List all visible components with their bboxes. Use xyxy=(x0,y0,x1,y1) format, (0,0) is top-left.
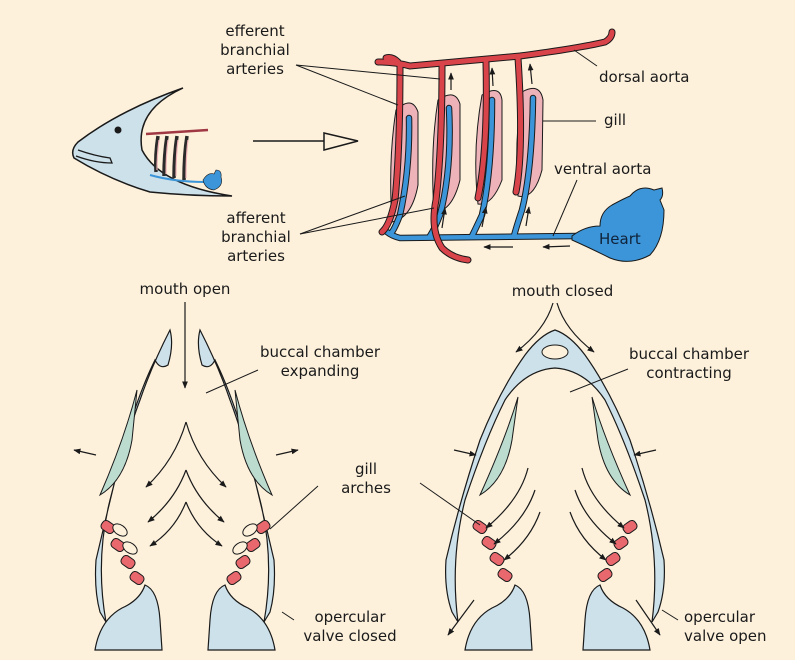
label-line: opercular xyxy=(684,608,756,626)
label-opercular-valve-closed: opercular valve closed xyxy=(296,608,404,646)
water-flow-arrows-closed xyxy=(447,302,661,636)
label-line: opercular xyxy=(314,608,386,626)
label-line: arteries xyxy=(227,247,285,265)
opercular-flaps-left xyxy=(94,584,276,651)
label-dorsal-aorta: dorsal aorta xyxy=(599,68,690,86)
label-line: efferent xyxy=(225,22,285,40)
label-line: buccal chamber xyxy=(628,345,750,363)
branchial-circulation xyxy=(295,28,665,264)
label-line: contracting xyxy=(646,364,732,382)
heart-shape xyxy=(571,187,665,262)
fish-eye xyxy=(114,126,122,134)
label-heart: Heart xyxy=(599,230,641,248)
jaw-joint xyxy=(541,344,569,360)
leader-lines-open xyxy=(205,369,319,621)
label-line: valve open xyxy=(684,627,767,645)
label-buccal-chamber-contracting: buccal chamber contracting xyxy=(624,345,754,383)
flow-arrows xyxy=(441,63,571,250)
fish-head-illustration xyxy=(71,87,233,197)
muscle-left xyxy=(98,389,274,497)
fish-head-outline xyxy=(71,87,233,197)
label-gill-arches: gill arches xyxy=(336,460,396,498)
label-gill: gill xyxy=(604,111,627,129)
label-mouth-closed: mouth closed xyxy=(511,282,614,300)
label-ventral-aorta: ventral aorta xyxy=(554,160,652,178)
label-line: buccal chamber xyxy=(259,343,381,361)
mini-heart xyxy=(202,169,222,191)
label-line: valve closed xyxy=(303,627,397,645)
label-line: branchial xyxy=(221,228,291,246)
label-line: branchial xyxy=(220,41,290,59)
label-line: expanding xyxy=(280,362,360,380)
label-mouth-open: mouth open xyxy=(139,280,231,298)
label-line: arteries xyxy=(226,60,284,78)
magnify-arrow xyxy=(253,132,359,151)
fish-mouth xyxy=(75,149,113,164)
label-opercular-valve-open: opercular valve open xyxy=(684,608,767,646)
gill-arches-open xyxy=(100,519,271,586)
water-flow-arrows-open xyxy=(73,302,299,547)
jaw-cartilage-closed xyxy=(445,329,665,623)
label-efferent-branchial-arteries: efferent branchial arteries xyxy=(215,22,295,79)
label-line: afferent xyxy=(226,209,286,227)
gill-arches-closed xyxy=(472,519,638,583)
label-line: arches xyxy=(341,479,391,497)
buccal-open-diagram xyxy=(73,302,319,651)
label-buccal-chamber-expanding: buccal chamber expanding xyxy=(255,343,385,381)
label-line: gill xyxy=(354,460,378,478)
mini-gill-system xyxy=(145,128,222,191)
leader-lines xyxy=(295,49,598,237)
label-afferent-branchial-arteries: afferent branchial arteries xyxy=(216,209,296,266)
buccal-closed-diagram xyxy=(419,302,679,651)
